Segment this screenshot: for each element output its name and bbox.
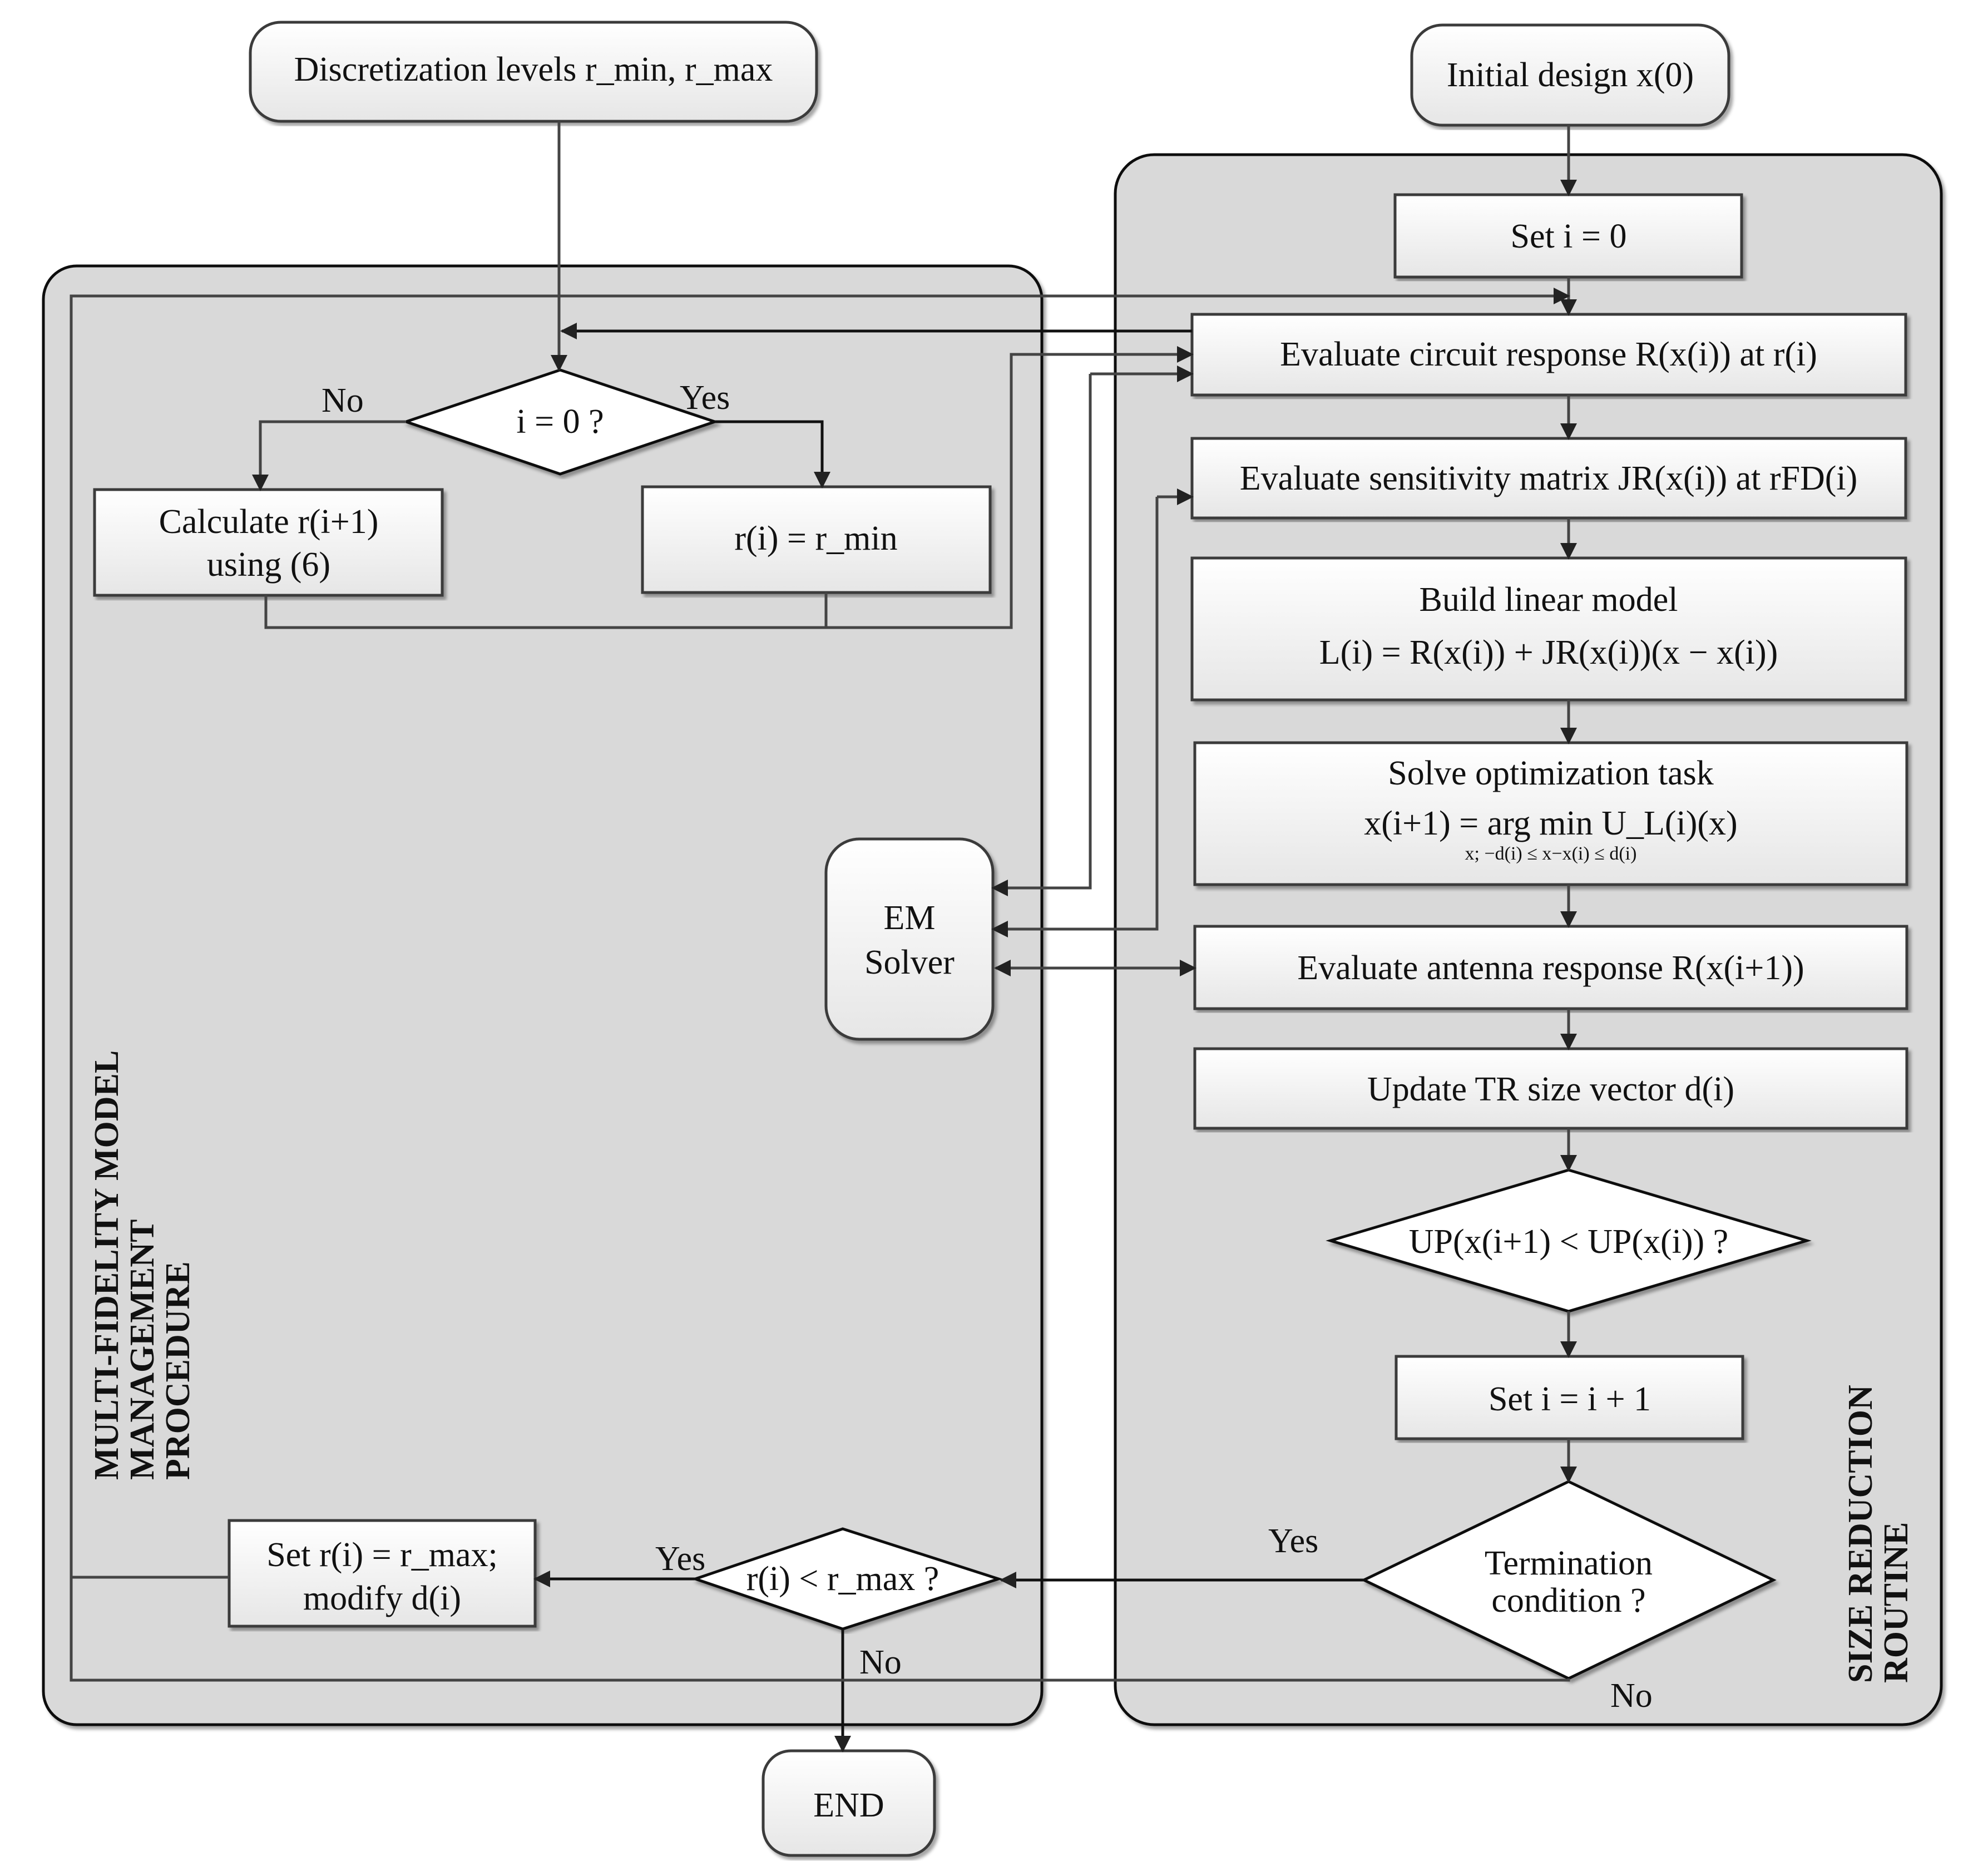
termination-text-line2: condition ? bbox=[1491, 1582, 1645, 1620]
evaluate-sensitivity-text: Evaluate sensitivity matrix JR(x(i)) at … bbox=[1240, 460, 1858, 497]
set-i-increment-text: Set i = i + 1 bbox=[1489, 1380, 1651, 1418]
evaluate-circuit-response-box: Evaluate circuit response R(x(i)) at r(i… bbox=[1190, 313, 1907, 397]
termination-yes-label: Yes bbox=[1268, 1522, 1318, 1560]
left-panel-label-line3: PROCEDURE bbox=[159, 1261, 197, 1480]
set-i-zero-text: Set i = 0 bbox=[1511, 218, 1627, 255]
left-panel-label: MULTI-FIDELITY MODEL MANAGEMENT PROCEDUR… bbox=[88, 1050, 197, 1480]
build-linear-model-title: Build linear model bbox=[1420, 581, 1678, 619]
r-less-yes-label: Yes bbox=[655, 1540, 705, 1578]
i-zero-no-label: No bbox=[322, 382, 364, 419]
r-min-box: r(i) = r_min bbox=[641, 485, 992, 594]
em-solver-line2: Solver bbox=[864, 944, 955, 981]
set-i-increment-box: Set i = i + 1 bbox=[1395, 1355, 1744, 1440]
update-tr-size-box: Update TR size vector d(i) bbox=[1193, 1047, 1908, 1130]
calculate-r-box: Calculate r(i+1) using (6) bbox=[93, 488, 444, 597]
solve-optimization-constraint: x; −d(i) ≤ x−x(i) ≤ d(i) bbox=[1465, 843, 1637, 864]
termination-no-label: No bbox=[1610, 1677, 1653, 1715]
i-zero-yes-label: Yes bbox=[680, 379, 730, 417]
initial-design-text: Initial design x(0) bbox=[1447, 56, 1694, 94]
i-zero-text: i = 0 ? bbox=[516, 403, 604, 441]
r-min-text: r(i) = r_min bbox=[734, 520, 897, 557]
solve-optimization-box: Solve optimization task x(i+1) = arg min… bbox=[1193, 741, 1908, 886]
right-panel-label: SIZE REDUCTION ROUTINE bbox=[1842, 1385, 1915, 1683]
evaluate-circuit-response-text: Evaluate circuit response R(x(i)) at r(i… bbox=[1280, 335, 1817, 373]
calculate-r-line1: Calculate r(i+1) bbox=[159, 503, 379, 541]
r-less-text: r(i) < r_max ? bbox=[746, 1560, 939, 1598]
update-tr-size-text: Update TR size vector d(i) bbox=[1367, 1070, 1734, 1108]
em-solver-line1: EM bbox=[884, 899, 936, 937]
end-terminator: END bbox=[761, 1749, 936, 1857]
calculate-r-line2: using (6) bbox=[207, 546, 330, 584]
left-panel-label-line2: MANAGEMENT bbox=[123, 1220, 161, 1480]
discretization-levels-box: Discretization levels r_min, r_max bbox=[249, 21, 818, 123]
up-compare-text: UP(x(i+1) < UP(x(i)) ? bbox=[1409, 1223, 1728, 1261]
termination-decision: Termination condition ? bbox=[1361, 1480, 1777, 1680]
evaluate-antenna-response-box: Evaluate antenna response R(x(i+1)) bbox=[1193, 925, 1908, 1010]
set-r-max-line1: Set r(i) = r_max; bbox=[266, 1536, 497, 1574]
discretization-levels-text: Discretization levels r_min, r_max bbox=[294, 51, 773, 88]
right-panel-label-line2: ROUTINE bbox=[1877, 1522, 1915, 1683]
set-r-max-line2: modify d(i) bbox=[303, 1579, 461, 1617]
i-zero-decision: i = 0 ? bbox=[402, 368, 719, 476]
em-solver-box: EM Solver bbox=[824, 837, 995, 1041]
build-linear-model-box: Build linear model L(i) = R(x(i)) + JR(x… bbox=[1190, 556, 1907, 702]
solve-optimization-title: Solve optimization task bbox=[1388, 754, 1714, 792]
r-less-no-label: No bbox=[859, 1643, 902, 1681]
evaluate-sensitivity-box: Evaluate sensitivity matrix JR(x(i)) at … bbox=[1190, 437, 1907, 520]
r-less-decision: r(i) < r_max ? bbox=[691, 1527, 1003, 1631]
build-linear-model-formula: L(i) = R(x(i)) + JR(x(i))(x − x(i)) bbox=[1319, 634, 1778, 672]
termination-text-line1: Termination bbox=[1485, 1544, 1653, 1582]
up-compare-decision: UP(x(i+1) < UP(x(i)) ? bbox=[1326, 1168, 1812, 1313]
left-panel-label-line1: MULTI-FIDELITY MODEL bbox=[88, 1050, 126, 1480]
left-panel bbox=[42, 264, 1044, 1726]
evaluate-antenna-response-text: Evaluate antenna response R(x(i+1)) bbox=[1297, 949, 1804, 987]
connectors bbox=[70, 121, 1577, 1752]
set-r-max-box: Set r(i) = r_max; modify d(i) bbox=[228, 1519, 537, 1628]
right-panel-label-line1: SIZE REDUCTION bbox=[1842, 1385, 1880, 1683]
set-i-zero-box: Set i = 0 bbox=[1393, 193, 1743, 279]
initial-design-box: Initial design x(0) bbox=[1410, 23, 1730, 127]
end-text: END bbox=[813, 1786, 884, 1824]
solve-optimization-formula: x(i+1) = arg min U_L(i)(x) bbox=[1364, 804, 1737, 842]
